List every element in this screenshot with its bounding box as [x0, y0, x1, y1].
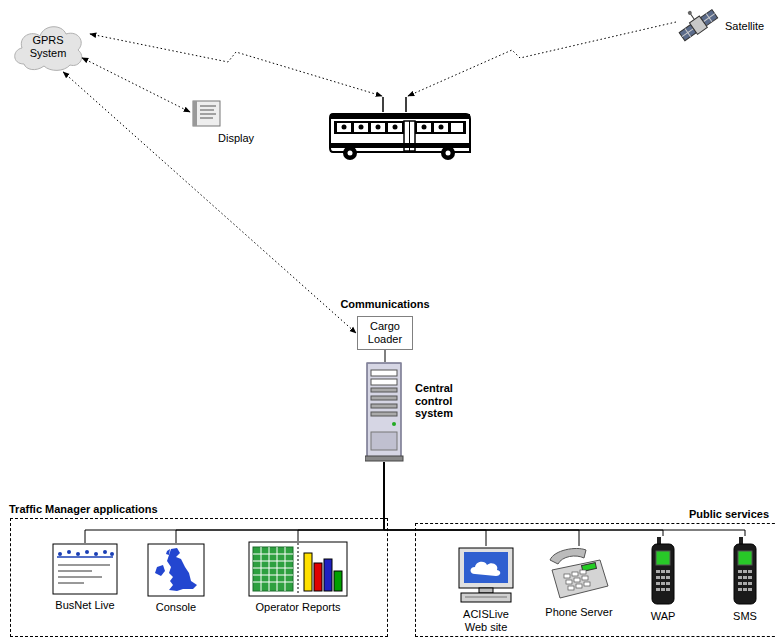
service-icon-drawing — [649, 536, 677, 606]
node-label: Display — [218, 132, 254, 145]
service-icon: SMS — [723, 536, 767, 623]
icon-label: BusNet Live — [55, 599, 114, 612]
network-line — [384, 462, 745, 536]
satellite-icon-drawing — [676, 5, 722, 47]
service-icon-drawing — [731, 536, 759, 606]
service-icon: Phone Server — [539, 546, 619, 619]
icon-label: SMS — [733, 610, 757, 623]
app-icon-drawing — [52, 543, 118, 595]
app-icon-drawing — [147, 543, 205, 597]
node-label: GPRS System — [25, 34, 71, 59]
group-heading: Traffic Manager applications — [9, 503, 158, 516]
app-icon: BusNet Live — [46, 543, 124, 612]
network-line — [298, 462, 384, 541]
display-icon-drawing — [192, 100, 222, 128]
service-icon: WAP — [641, 536, 685, 623]
app-icon: Operator Reports — [245, 541, 351, 614]
network-line — [384, 462, 579, 546]
service-icon-drawing — [455, 546, 517, 604]
radio-link — [82, 58, 190, 112]
gprs-cloud: GPRS System — [10, 20, 86, 74]
network-line — [85, 462, 384, 543]
group-box: Public servicesACISLive Web sitePhone Se… — [415, 523, 776, 637]
satellite-link — [408, 22, 676, 96]
icon-label: WAP — [651, 610, 676, 623]
icon-label: Console — [156, 601, 196, 614]
app-icon: Console — [141, 543, 211, 614]
group-heading: Public services — [689, 508, 769, 521]
network-line — [385, 350, 386, 362]
icon-label: ACISLive Web site — [457, 608, 515, 633]
icon-label: Operator Reports — [256, 601, 341, 614]
server-icon: Central control system — [365, 362, 475, 462]
satellite-icon: Satellite — [676, 4, 774, 48]
radio-link — [90, 34, 382, 96]
display-icon: Display — [192, 100, 262, 146]
service-icon-drawing — [546, 546, 612, 602]
node-label: Cargo Loader — [362, 320, 408, 345]
app-icon-drawing — [248, 541, 348, 597]
box-heading: Communications — [340, 298, 429, 311]
network-line — [384, 462, 663, 536]
network-line — [384, 462, 486, 546]
bus-drawing — [330, 97, 470, 160]
process-box: CommunicationsCargo Loader — [357, 316, 413, 350]
icon-label: Phone Server — [545, 606, 612, 619]
server-label: Central control system — [415, 382, 473, 420]
group-box: Traffic Manager applicationsBusNet LiveC… — [10, 518, 388, 637]
server-icon-drawing — [365, 362, 405, 462]
service-icon: ACISLive Web site — [449, 546, 523, 633]
radio-link — [63, 72, 356, 333]
network-line — [176, 462, 384, 543]
node-label: Satellite — [725, 20, 764, 33]
